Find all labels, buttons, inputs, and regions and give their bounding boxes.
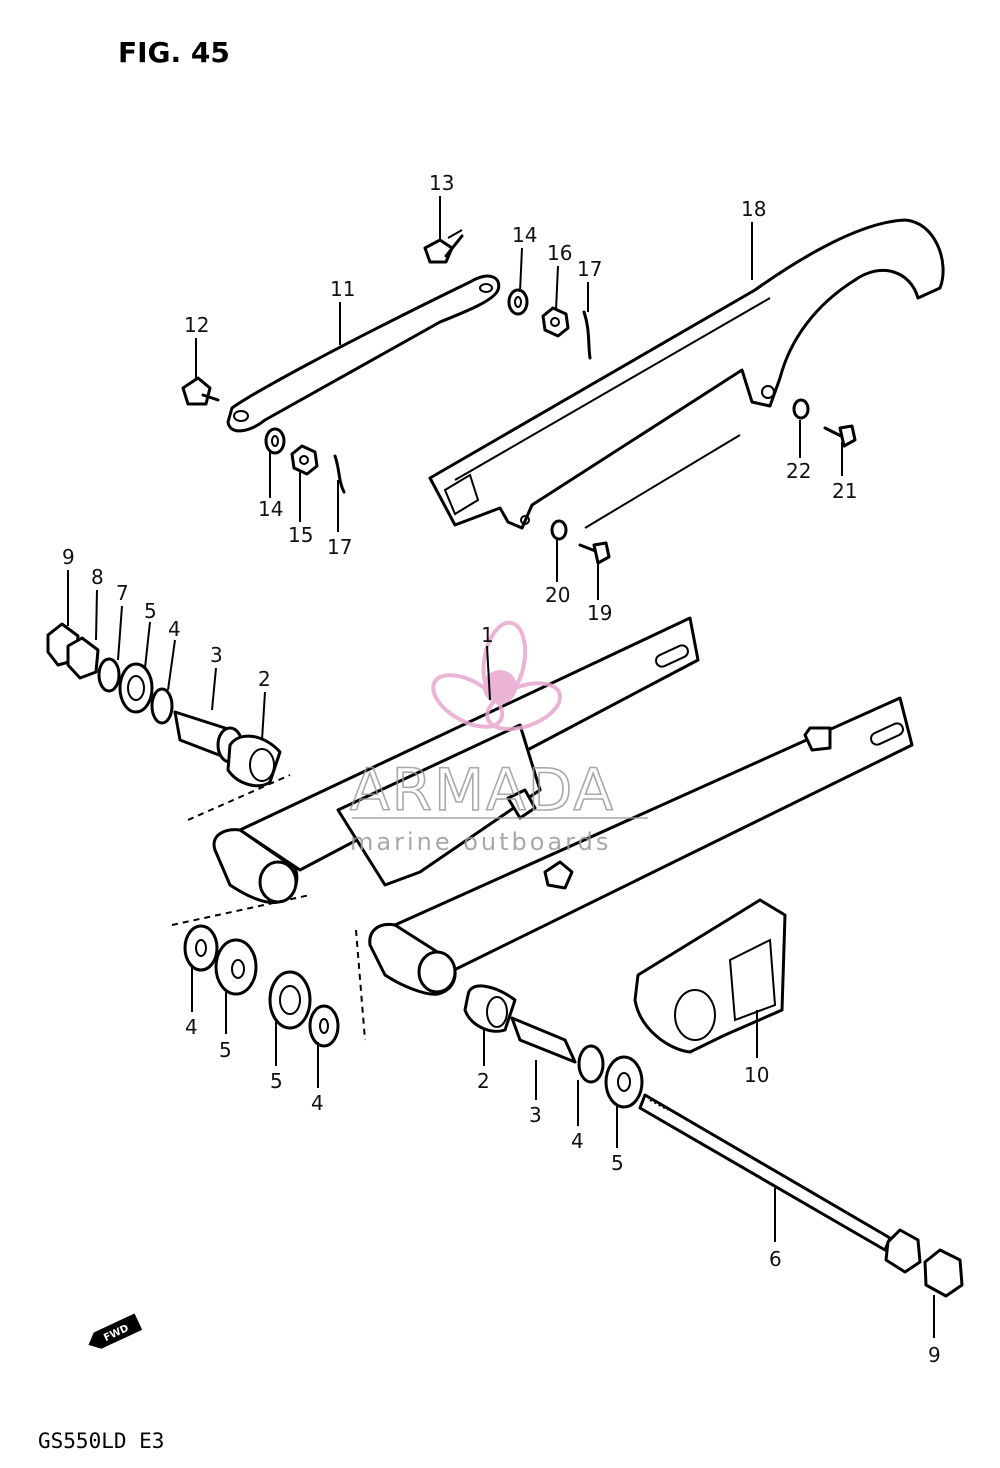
callout-17: 17 [327,535,352,559]
callout-4: 4 [311,1091,324,1115]
callout-8: 8 [91,565,104,589]
figure-title: FIG. 45 [118,36,230,69]
callout-22: 22 [786,459,811,483]
callout-17: 17 [577,257,602,281]
pivot-hardware-left [46,622,282,788]
leader-lines [67,196,935,1338]
callout-19: 19 [587,601,612,625]
callout-7: 7 [116,581,129,605]
callout-6: 6 [769,1247,782,1271]
callout-3: 3 [529,1103,542,1127]
callout-15: 15 [288,523,313,547]
callout-21: 21 [832,479,857,503]
callout-4: 4 [185,1015,198,1039]
callout-10: 10 [744,1063,769,1087]
pivot-shaft [638,1093,964,1298]
model-code: GS550LD E3 [38,1429,164,1453]
watermark-brand: ARMADA [350,756,615,824]
callout-9: 9 [928,1343,941,1367]
callout-5: 5 [219,1038,232,1062]
watermark: ARMADA marine outboards [349,620,648,856]
callout-2: 2 [258,667,271,691]
callout-5: 5 [611,1151,624,1175]
callout-9: 9 [62,545,75,569]
pivot-hardware-lower [183,924,644,1109]
hardware-top [181,229,857,565]
callout-2: 2 [477,1069,490,1093]
propeller-logo-icon [431,620,563,732]
callout-18: 18 [741,197,766,221]
swing-arm [171,616,914,1041]
torque-link [226,274,501,433]
callout-4: 4 [168,617,181,641]
callout-labels: 13 18 14 16 17 11 12 14 15 17 22 21 20 1… [62,171,941,1367]
callout-12: 12 [184,313,209,337]
callout-13: 13 [429,171,454,195]
callout-14: 14 [512,223,537,247]
callout-14: 14 [258,497,283,521]
callout-11: 11 [330,277,355,301]
callout-5: 5 [270,1069,283,1093]
callout-5: 5 [144,599,157,623]
chain-adjuster-block [633,898,787,1054]
chain-case [428,218,945,530]
callout-4: 4 [571,1129,584,1153]
callout-16: 16 [547,241,572,265]
watermark-tagline: marine outboards [350,828,611,856]
callout-3: 3 [210,643,223,667]
callout-20: 20 [545,583,570,607]
callout-1: 1 [481,623,494,647]
forward-arrow-icon: FWD [88,1313,143,1349]
